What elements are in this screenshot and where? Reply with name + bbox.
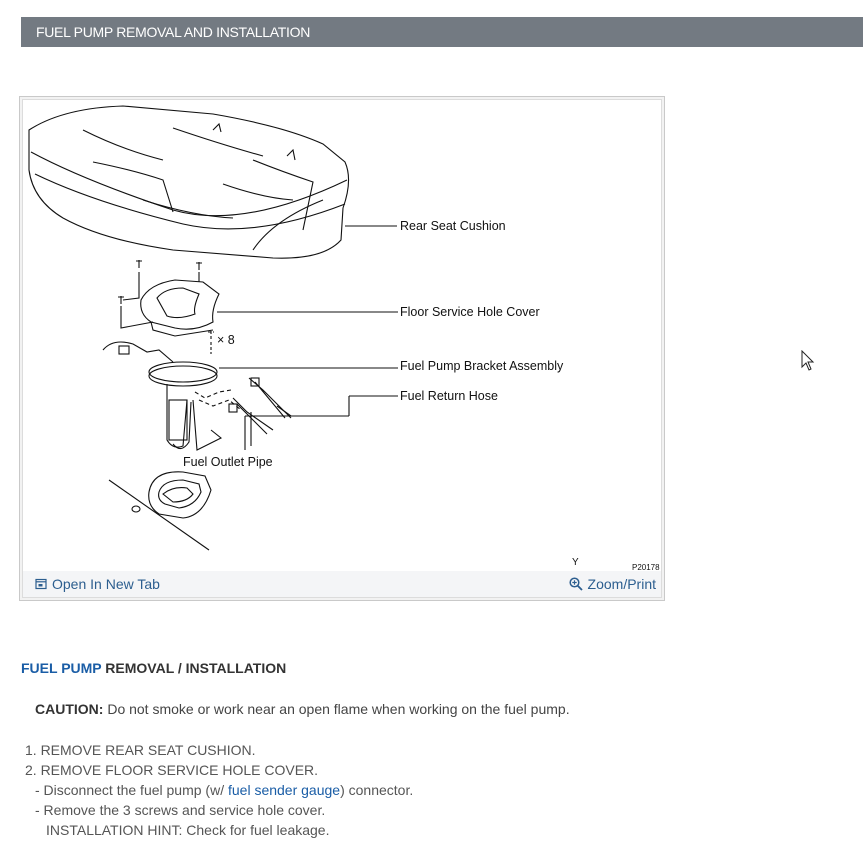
- step-1: 1. REMOVE REAR SEAT CUSHION.: [25, 742, 256, 758]
- substep-1-prefix: - Disconnect the fuel pump (w/: [35, 782, 228, 798]
- service-hole-cover-drawing: [140, 279, 220, 337]
- step-2-substep-1: - Disconnect the fuel pump (w/ fuel send…: [25, 782, 413, 802]
- diagram-frame: Rear Seat Cushion Floor Service Hole Cov…: [22, 99, 662, 598]
- fuel-pump-link[interactable]: FUEL PUMP: [21, 660, 102, 676]
- page-title: FUEL PUMP REMOVAL AND INSTALLATION: [36, 24, 311, 40]
- step-2-substep-2: - Remove the 3 screws and service hole c…: [35, 802, 326, 818]
- fuel-pump-diagram: Rear Seat Cushion Floor Service Hole Cov…: [28, 105, 660, 572]
- open-in-new-tab-link[interactable]: Open In New Tab: [35, 576, 160, 592]
- fuel-return-hose-drawing: [228, 377, 292, 446]
- section-heading: FUEL PUMP REMOVAL / INSTALLATION: [21, 660, 286, 676]
- mouse-cursor-icon: [801, 350, 815, 371]
- figure-code: P20178: [632, 563, 660, 572]
- label-fuel-pump-bracket-assembly: Fuel Pump Bracket Assembly: [400, 359, 564, 373]
- open-in-new-tab-icon: [35, 578, 47, 590]
- procedure-steps: 1. REMOVE REAR SEAT CUSHION. 2. REMOVE F…: [25, 742, 413, 842]
- zoom-print-label: Zoom/Print: [587, 576, 656, 592]
- orientation-mark: Y: [572, 557, 579, 568]
- step-2: 2. REMOVE FLOOR SERVICE HOLE COVER.: [25, 762, 319, 778]
- fuel-pump-bracket-drawing: [102, 341, 242, 451]
- label-floor-service-hole-cover: Floor Service Hole Cover: [400, 305, 540, 319]
- floor-opening-drawing: [108, 471, 212, 551]
- caution-label: CAUTION:: [35, 701, 104, 717]
- label-screw-count: × 8: [217, 333, 235, 347]
- zoom-print-link[interactable]: Zoom/Print: [568, 576, 656, 592]
- caution-text: Do not smoke or work near an open flame …: [103, 701, 570, 717]
- zoom-in-icon: [568, 577, 583, 591]
- diagram-figure: Rear Seat Cushion Floor Service Hole Cov…: [19, 96, 665, 601]
- fuel-sender-gauge-link[interactable]: fuel sender gauge: [227, 782, 341, 798]
- installation-hint: INSTALLATION HINT: Check for fuel leakag…: [46, 822, 330, 838]
- rear-seat-cushion-drawing: [28, 105, 350, 259]
- screws-drawing: [118, 260, 214, 354]
- caution-note: CAUTION: Do not smoke or work near an op…: [35, 701, 570, 717]
- open-in-new-tab-label: Open In New Tab: [52, 576, 160, 592]
- section-heading-rest: REMOVAL / INSTALLATION: [101, 660, 287, 676]
- figure-toolbar: Open In New Tab Zoom/Print: [23, 571, 661, 597]
- label-fuel-outlet-pipe: Fuel Outlet Pipe: [183, 455, 273, 469]
- page-header: FUEL PUMP REMOVAL AND INSTALLATION: [21, 17, 863, 47]
- label-fuel-return-hose: Fuel Return Hose: [400, 389, 498, 403]
- substep-1-suffix: ) connector.: [340, 782, 414, 798]
- label-rear-seat-cushion: Rear Seat Cushion: [400, 219, 506, 233]
